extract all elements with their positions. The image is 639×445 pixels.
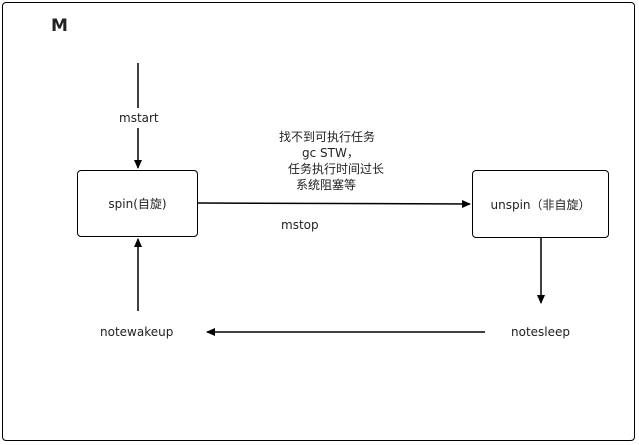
node-unspin: unspin（非自旋） — [472, 170, 609, 238]
node-unspin-label: unspin（非自旋） — [490, 197, 591, 212]
diagram-frame — [2, 2, 635, 441]
edge-label-mstart: mstart — [119, 111, 159, 125]
condition-text: 找不到可执行任务 gc STW， 任务执行时间过长 系统阻塞等 — [270, 129, 410, 193]
node-spin-label: spin(自旋) — [108, 197, 167, 211]
edge-label-mstop: mstop — [281, 218, 319, 232]
label-notesleep: notesleep — [511, 325, 571, 339]
condition-line: 找不到可执行任务 — [279, 130, 376, 144]
condition-line: gc STW， — [302, 146, 359, 160]
label-notewakeup: notewakeup — [100, 325, 174, 339]
condition-line: 系统阻塞等 — [296, 178, 357, 192]
condition-line: 任务执行时间过长 — [288, 162, 385, 176]
node-spin: spin(自旋) — [77, 170, 198, 237]
arrow-mstop — [197, 199, 471, 208]
diagram-title: M — [51, 16, 68, 36]
